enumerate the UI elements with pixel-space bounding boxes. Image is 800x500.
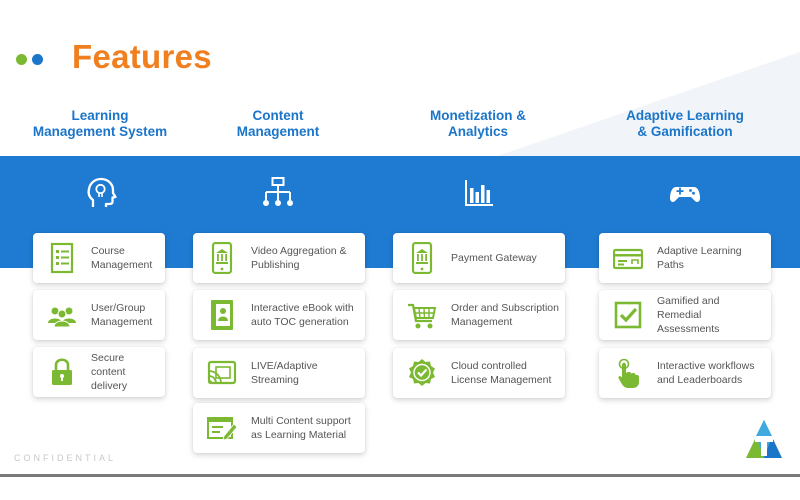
path-card-icon — [613, 248, 643, 270]
feature-label-line-1: User/Group — [91, 302, 146, 314]
slide-title: Features — [72, 38, 212, 75]
gamepad-icon — [670, 187, 700, 202]
feature-label-line-1: Multi Content support — [251, 415, 351, 427]
footer-bar — [0, 474, 800, 500]
feature-card-payment-gateway[interactable]: Payment Gateway — [393, 233, 565, 283]
feature-label-line-1: Gamified and Remedial — [657, 295, 720, 321]
feature-label-line-1: Course — [91, 245, 125, 257]
users-group-icon — [48, 307, 76, 328]
column-heading-monetization: Monetization & Analytics — [393, 108, 563, 140]
feature-label-line-1: Interactive eBook with — [251, 302, 354, 314]
feature-label-line-1: Secure content — [91, 352, 126, 378]
feature-label-line-1: Order and Subscription — [451, 302, 559, 314]
column-heading-line-1: Learning — [71, 108, 129, 123]
padlock-icon — [52, 358, 72, 385]
column-heading-line-1: Monetization & — [430, 108, 526, 123]
verified-badge-icon — [409, 359, 435, 386]
feature-label-line-1: Video Aggregation & — [251, 245, 347, 257]
feature-label: Interactive eBook with auto TOC generatio… — [251, 290, 359, 340]
bar-chart-icon — [465, 180, 493, 206]
column-heading-line-2: Analytics — [447, 124, 509, 139]
feature-card-interactive-workflows[interactable]: Interactive workflows and Leaderboards — [599, 348, 771, 398]
checkbox-icon — [614, 301, 642, 329]
column-heading-line-2: Management System — [32, 124, 168, 139]
feature-label: Video Aggregation & Publishing — [251, 233, 359, 283]
feature-label-line-2: License Management — [451, 374, 552, 386]
feature-label: Payment Gateway — [451, 233, 559, 283]
column-heading-line-2: Management — [236, 124, 320, 139]
mobile-bank-icon — [411, 242, 433, 274]
feature-label-line-2: as Learning Material — [251, 429, 347, 441]
feature-label-line-2: delivery — [91, 380, 128, 392]
column-heading-adaptive: Adaptive Learning & Gamification — [600, 108, 770, 140]
feature-label-line-2: and Leaderboards — [657, 374, 743, 386]
feature-card-multi-content-support[interactable]: Multi Content support as Learning Materia… — [193, 403, 365, 453]
head-lightbulb-icon — [87, 177, 117, 207]
top-strip — [0, 0, 800, 22]
feature-label-line-2: Assessments — [657, 323, 720, 335]
feature-label-line-1: Interactive workflows — [657, 360, 755, 372]
sitemap-icon — [263, 177, 293, 206]
feature-label-line-1: Payment Gateway — [451, 252, 537, 264]
column-heading-line-1: Content — [252, 108, 304, 123]
column-heading-line-2: & Gamification — [637, 124, 733, 139]
feature-label-line-2: Paths — [657, 259, 684, 271]
feature-label-line-2: Streaming — [251, 374, 299, 386]
blue-dot — [32, 54, 43, 65]
feature-label-line-2: Management — [451, 316, 513, 328]
feature-label-line-1: Adaptive Learning — [657, 245, 742, 257]
green-dot — [16, 54, 27, 65]
feature-label-line-2: Publishing — [251, 259, 300, 271]
tap-hand-icon — [618, 358, 639, 388]
feature-label-line-2: Management — [91, 316, 153, 328]
cast-screen-icon — [207, 360, 237, 385]
confidential-footer: CONFIDENTIAL — [14, 453, 117, 463]
column-heading-line-1: Adaptive Learning — [626, 108, 744, 123]
ebook-icon — [211, 300, 233, 330]
feature-label: Secure content delivery — [91, 347, 159, 397]
feature-label: Interactive workflows and Leaderboards — [657, 348, 765, 398]
feature-card-interactive-ebook[interactable]: Interactive eBook with auto TOC generatio… — [193, 290, 365, 340]
feature-label-line-1: Cloud controlled — [451, 360, 527, 372]
feature-card-video-aggregation[interactable]: Video Aggregation & Publishing — [193, 233, 365, 283]
column-heading-lms: Learning Management System — [15, 108, 185, 140]
list-document-icon — [50, 242, 74, 274]
feature-label-line-2: auto TOC generation — [251, 316, 349, 328]
feature-label-line-1: LIVE/Adaptive — [251, 360, 318, 372]
feature-label-line-2: Management — [91, 259, 153, 271]
feature-label: Multi Content support as Learning Materia… — [251, 403, 359, 453]
company-logo-icon — [746, 420, 782, 458]
column-heading-content: Content Management — [193, 108, 363, 140]
mobile-bank-icon — [211, 242, 233, 274]
edit-window-icon — [207, 417, 237, 441]
feature-card-secure-content-delivery[interactable]: Secure content delivery — [33, 347, 165, 397]
background-wedge — [480, 52, 800, 162]
shopping-cart-icon — [408, 303, 437, 329]
